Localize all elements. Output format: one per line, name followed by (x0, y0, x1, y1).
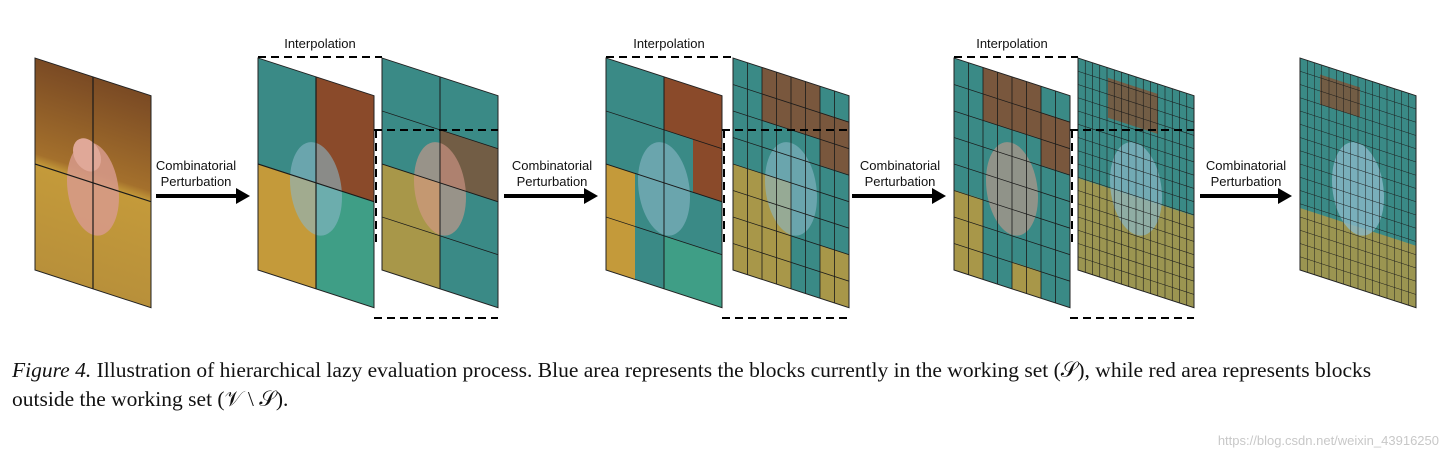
caption-text: Illustration of hierarchical lazy evalua… (12, 358, 1372, 411)
arrow-2: Combinatorial Perturbation (504, 158, 598, 204)
arrow-4-label-2: Perturbation (1211, 174, 1282, 189)
stage-3-panel (953, 57, 1071, 309)
figure-caption: Figure 4. Illustration of hierarchical l… (12, 356, 1432, 414)
arrow-1-label-1: Combinatorial (156, 158, 236, 173)
interpolation-label-3: Interpolation (976, 36, 1048, 51)
arrow-3: Combinatorial Perturbation (852, 158, 946, 204)
stage-2-interpolation-frame: Interpolation (606, 36, 849, 319)
caption-lead: Figure 4. (12, 358, 92, 382)
stage-3-interpolated-panel (1077, 57, 1195, 309)
stage-3-interpolation-frame: Interpolation (954, 36, 1194, 319)
interpolation-label-2: Interpolation (633, 36, 705, 51)
watermark: https://blog.csdn.net/weixin_43916250 (1217, 433, 1439, 448)
arrow-3-label-2: Perturbation (865, 174, 936, 189)
arrow-1: Combinatorial Perturbation (156, 158, 250, 204)
hierarchical-lazy-evaluation-diagram: Combinatorial Perturbation Interpolation (34, 36, 1417, 319)
arrow-2-label-2: Perturbation (517, 174, 588, 189)
stage-2-panel (605, 57, 723, 309)
arrow-1-label-2: Perturbation (161, 174, 232, 189)
interpolation-label-1: Interpolation (284, 36, 356, 51)
stage-1-interpolation-frame: Interpolation (258, 36, 498, 319)
arrow-4: Combinatorial Perturbation (1200, 158, 1292, 204)
arrow-3-label-1: Combinatorial (860, 158, 940, 173)
stage-4-panel (1299, 57, 1417, 309)
arrow-4-label-1: Combinatorial (1206, 158, 1286, 173)
stage-1-panel (257, 57, 375, 309)
stage-1-interpolated-panel (381, 57, 499, 309)
arrow-2-label-1: Combinatorial (512, 158, 592, 173)
stage-0-panel (34, 57, 152, 309)
stage-2-interpolated-panel (732, 57, 850, 309)
